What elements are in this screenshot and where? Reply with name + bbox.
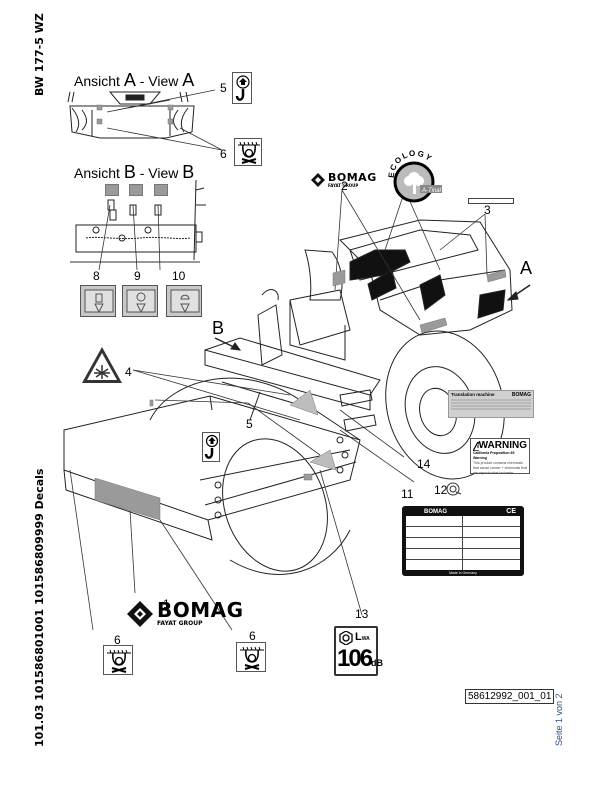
callout-2: 2 <box>341 179 348 193</box>
view-b-decal-9 <box>129 184 143 196</box>
tie-down-icon <box>240 646 264 670</box>
bomag-logo-large: BOMAG FAYAT GROUP <box>127 600 244 627</box>
arrow-label-b: B <box>212 318 225 338</box>
translation-decal: Translation machine BOMAG <box>448 390 534 418</box>
warning-decal: WARNING California Proposition 65 Warnin… <box>470 438 530 475</box>
tie-down-decal-left <box>103 645 133 675</box>
view-b-decal-10 <box>154 184 168 196</box>
drain-oil-icon <box>126 289 156 314</box>
callout-9: 9 <box>134 269 141 283</box>
callout-8: 8 <box>93 269 100 283</box>
callout-4: 4 <box>125 365 132 379</box>
roller-body <box>63 219 513 575</box>
sound-power-value: 106 <box>337 645 373 672</box>
blank-stripe-decal <box>468 198 514 204</box>
type-plate: BOMAG CE Made in Germany <box>402 506 524 576</box>
ecology-decal: A-Tinal ECOLOGY <box>386 148 444 206</box>
warning-triangle-icon <box>473 441 479 451</box>
bomag-logo-small: BOMAG FAYAT GROUP <box>311 172 377 188</box>
drain-coolant-icon <box>170 289 200 314</box>
callout-6-view-a: 6 <box>220 147 227 161</box>
tie-down-icon <box>107 649 131 673</box>
callout-12: 12 <box>434 483 448 497</box>
bomag-diamond-icon <box>127 600 153 627</box>
decal-9 <box>122 285 158 317</box>
tie-down-icon <box>238 141 260 164</box>
sound-power-decal: LWA 106dB <box>334 626 383 676</box>
callout-3: 3 <box>484 203 491 217</box>
bomag-diamond-icon <box>311 173 325 187</box>
view-a-title: Ansicht A - View A <box>74 70 195 90</box>
ecology-tree-icon: A-Tinal ECOLOGY <box>387 149 442 203</box>
lifting-point-decal <box>232 72 252 104</box>
callout-6-mid: 6 <box>249 629 256 643</box>
decal-10 <box>166 285 202 317</box>
lifting-hook-icon <box>235 75 250 101</box>
view-a-sketch <box>67 91 195 139</box>
fitting-icon <box>446 482 462 496</box>
page-indicator: Seite 1 von 2 <box>554 693 564 746</box>
grease-nipple-icon <box>446 482 462 496</box>
warning-triangle-icon <box>82 347 122 383</box>
view-b-title: Ansicht B - View B <box>74 162 195 182</box>
callout-5-main: 5 <box>246 417 253 431</box>
tie-down-decal-mid <box>236 642 266 672</box>
hazard-triangle-decal <box>80 345 124 385</box>
lifting-point-decal-main <box>202 432 220 462</box>
ear-protection-icon <box>339 631 353 645</box>
callout-11: 11 <box>401 487 414 501</box>
callout-1: 1 <box>163 597 170 611</box>
callout-6-left: 6 <box>114 633 121 647</box>
tie-down-decal <box>234 138 262 166</box>
ecology-badge-text: A-Tinal <box>421 188 442 194</box>
callout-10: 10 <box>172 269 186 283</box>
callout-5-view-a: 5 <box>220 81 227 95</box>
view-b-sketch <box>70 179 206 263</box>
callout-13: 13 <box>355 607 369 621</box>
drawing-id: 58612992_001_01 <box>465 689 555 704</box>
lifting-hook-icon <box>204 434 219 459</box>
arrow-label-a: A <box>520 258 533 278</box>
drain-fuel-icon <box>84 289 114 314</box>
callout-14: 14 <box>417 457 431 471</box>
decal-8 <box>80 285 116 317</box>
view-b-decal-8 <box>105 184 119 196</box>
